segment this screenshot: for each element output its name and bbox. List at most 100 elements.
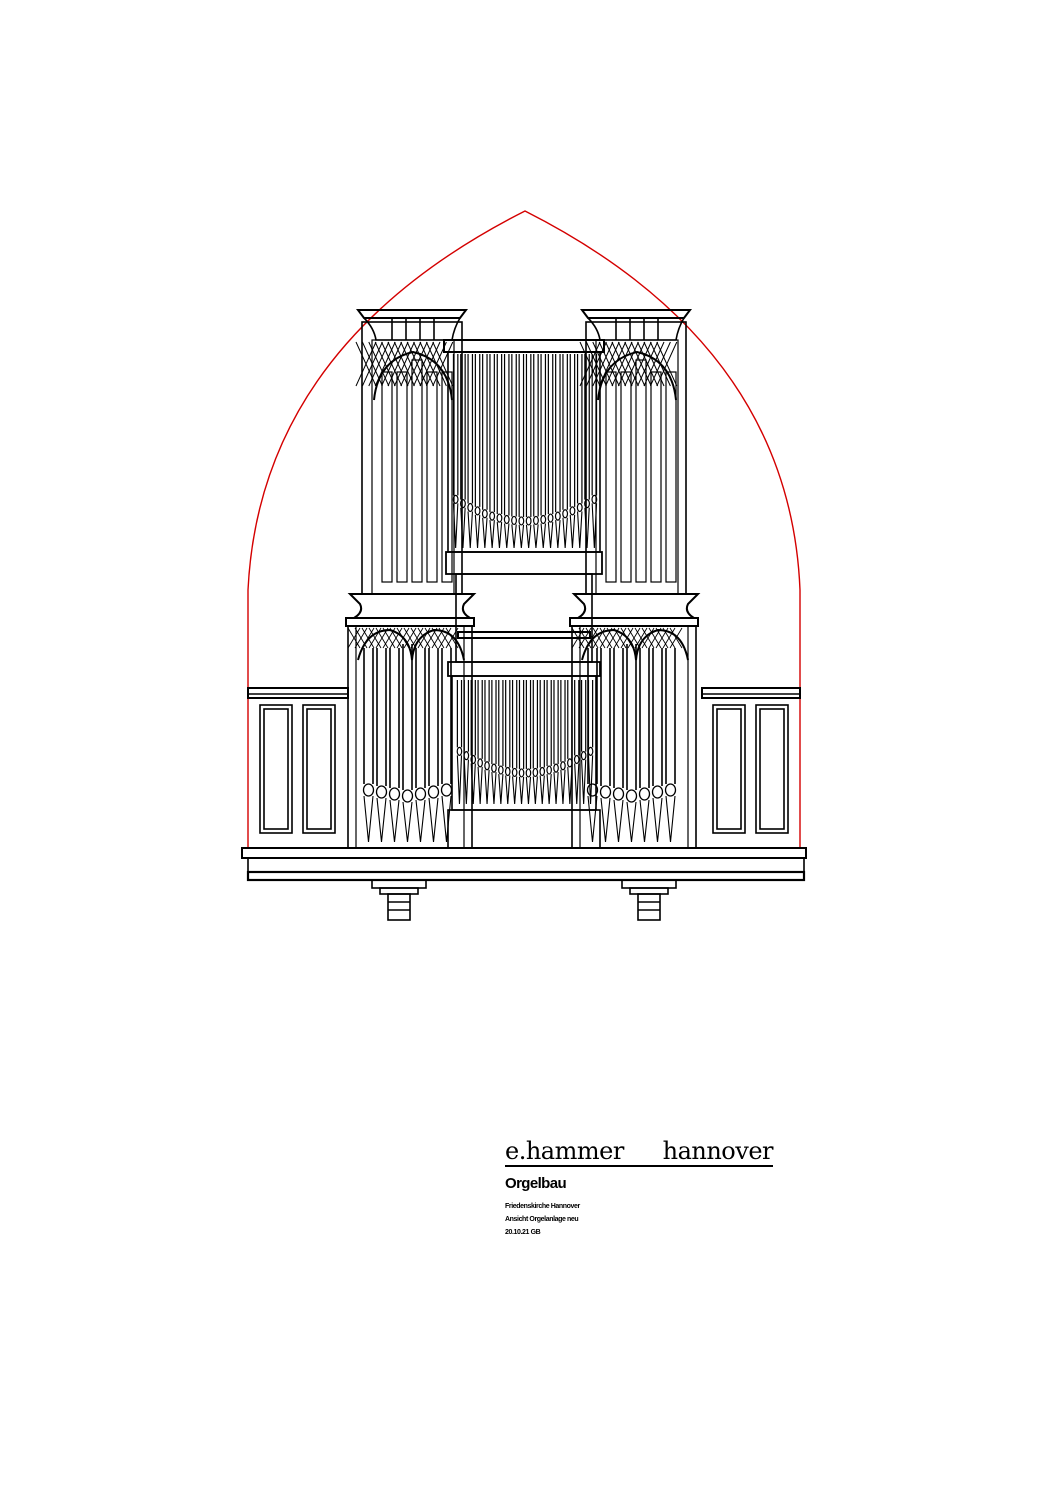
lattice-line: [592, 627, 606, 649]
date-line: 20.10.21 GB: [505, 1229, 541, 1236]
company-city: hannover: [662, 1137, 774, 1165]
lattice-line: [627, 627, 641, 649]
pipe-mouth: [651, 785, 664, 799]
pipe-mouth: [569, 506, 576, 516]
lattice-line: [396, 627, 410, 649]
lattice-line: [613, 627, 627, 649]
lattice-line: [571, 627, 585, 649]
pipe-foot: [587, 755, 594, 805]
pipe-mouth: [460, 499, 466, 509]
gallery-parapet-right: [701, 687, 801, 834]
pipe-mouth: [664, 783, 677, 797]
pipe-foot: [518, 524, 525, 549]
lattice-line: [599, 627, 613, 649]
pipe-foot: [553, 772, 559, 805]
tower-pipe: [605, 371, 617, 583]
pipe-mouth: [503, 514, 510, 525]
lattice-line: [445, 627, 459, 649]
organ-base: [241, 847, 807, 921]
pipe-mouth: [467, 502, 474, 513]
lattice-line: [368, 627, 382, 649]
drawing-info: Friedenskirche Hannover Ansicht Orgelanl…: [505, 1200, 773, 1239]
lower-casing: [347, 625, 473, 849]
lattice-line: [389, 627, 403, 649]
pipe-mouth: [362, 783, 375, 797]
drawing-title-line: Ansicht Orgelanlage neu: [505, 1216, 579, 1223]
lower-casing: [571, 625, 697, 849]
pipe-mouth: [553, 763, 559, 773]
pipe-mouth: [638, 787, 651, 801]
pipe-foot: [532, 776, 538, 805]
pipe-mouth: [599, 785, 612, 799]
pipe-foot: [477, 766, 483, 805]
pipe-mouth: [591, 494, 598, 504]
pipe-mouth: [470, 754, 477, 765]
lattice-line: [578, 627, 592, 649]
gothic-arch-trim: [597, 350, 677, 401]
pipe-mouth: [518, 768, 525, 778]
left-tower: [345, 309, 477, 849]
pipe-mouth: [580, 751, 587, 761]
lattice-line: [347, 627, 361, 649]
pipe-foot: [511, 524, 517, 549]
lattice-line: [438, 627, 452, 649]
pipe-foot: [484, 769, 490, 805]
pipe-foot: [496, 522, 503, 549]
tower-pipe: [635, 359, 647, 583]
company-name: e.hammer: [505, 1137, 624, 1165]
pipe-foot: [613, 799, 624, 843]
pipe-mouth: [547, 513, 554, 523]
lattice-line: [585, 627, 599, 649]
pipe-mouth: [511, 515, 517, 526]
pipe-foot: [428, 797, 439, 843]
pipe-mouth: [504, 766, 511, 777]
pipe-mouth: [452, 494, 459, 504]
pipe-foot: [560, 769, 566, 805]
pipe-foot: [600, 797, 611, 843]
pipe-mouth: [525, 768, 532, 778]
pipe-mouth: [388, 787, 401, 801]
tower-pipe: [426, 371, 438, 583]
pipe-mouth: [554, 511, 561, 521]
pipe-foot: [652, 797, 663, 843]
lattice-line: [432, 341, 454, 387]
church-arch-outline: [247, 210, 801, 849]
tracery-lattice: [355, 341, 454, 387]
pipe-foot: [518, 776, 525, 805]
tower-pipe: [650, 371, 662, 583]
pipe-mouth: [576, 502, 583, 513]
pipe-foot: [474, 514, 481, 549]
pipe-mouth: [587, 746, 594, 756]
pipe-foot: [546, 774, 552, 805]
pipe-foot: [574, 763, 580, 805]
pipe-mouth: [533, 515, 539, 526]
tower-pipe: [441, 371, 453, 583]
pipe-mouth: [532, 767, 539, 778]
lattice-line: [424, 627, 438, 649]
pipe-mouth: [546, 765, 552, 775]
pipe-foot: [456, 755, 463, 805]
central-upper-pipe-field: [452, 354, 598, 549]
pipe-mouth: [573, 754, 580, 765]
pipe-foot: [491, 772, 497, 805]
right-tower: [569, 309, 701, 849]
pipe-foot: [626, 801, 637, 843]
pipe-foot: [415, 799, 426, 843]
tower-pipe: [620, 371, 632, 583]
gothic-arch-trim: [373, 350, 453, 401]
title-block-header: e.hammer hannover: [505, 1137, 774, 1167]
lattice-line: [669, 627, 683, 649]
pipe-foot: [498, 774, 504, 805]
lattice-line: [662, 627, 676, 649]
lattice-line: [375, 627, 389, 649]
pipe-mouth: [484, 761, 490, 771]
pipe-mouth: [401, 789, 414, 803]
pipe-foot: [525, 524, 532, 549]
pipe-mouth: [560, 761, 566, 771]
pipe-mouth: [511, 767, 518, 778]
pipe-mouth: [481, 509, 488, 519]
pipe-mouth: [440, 783, 453, 797]
pipe-foot: [539, 775, 545, 805]
lattice-line: [431, 627, 445, 649]
gallery-parapet-left: [247, 687, 349, 834]
